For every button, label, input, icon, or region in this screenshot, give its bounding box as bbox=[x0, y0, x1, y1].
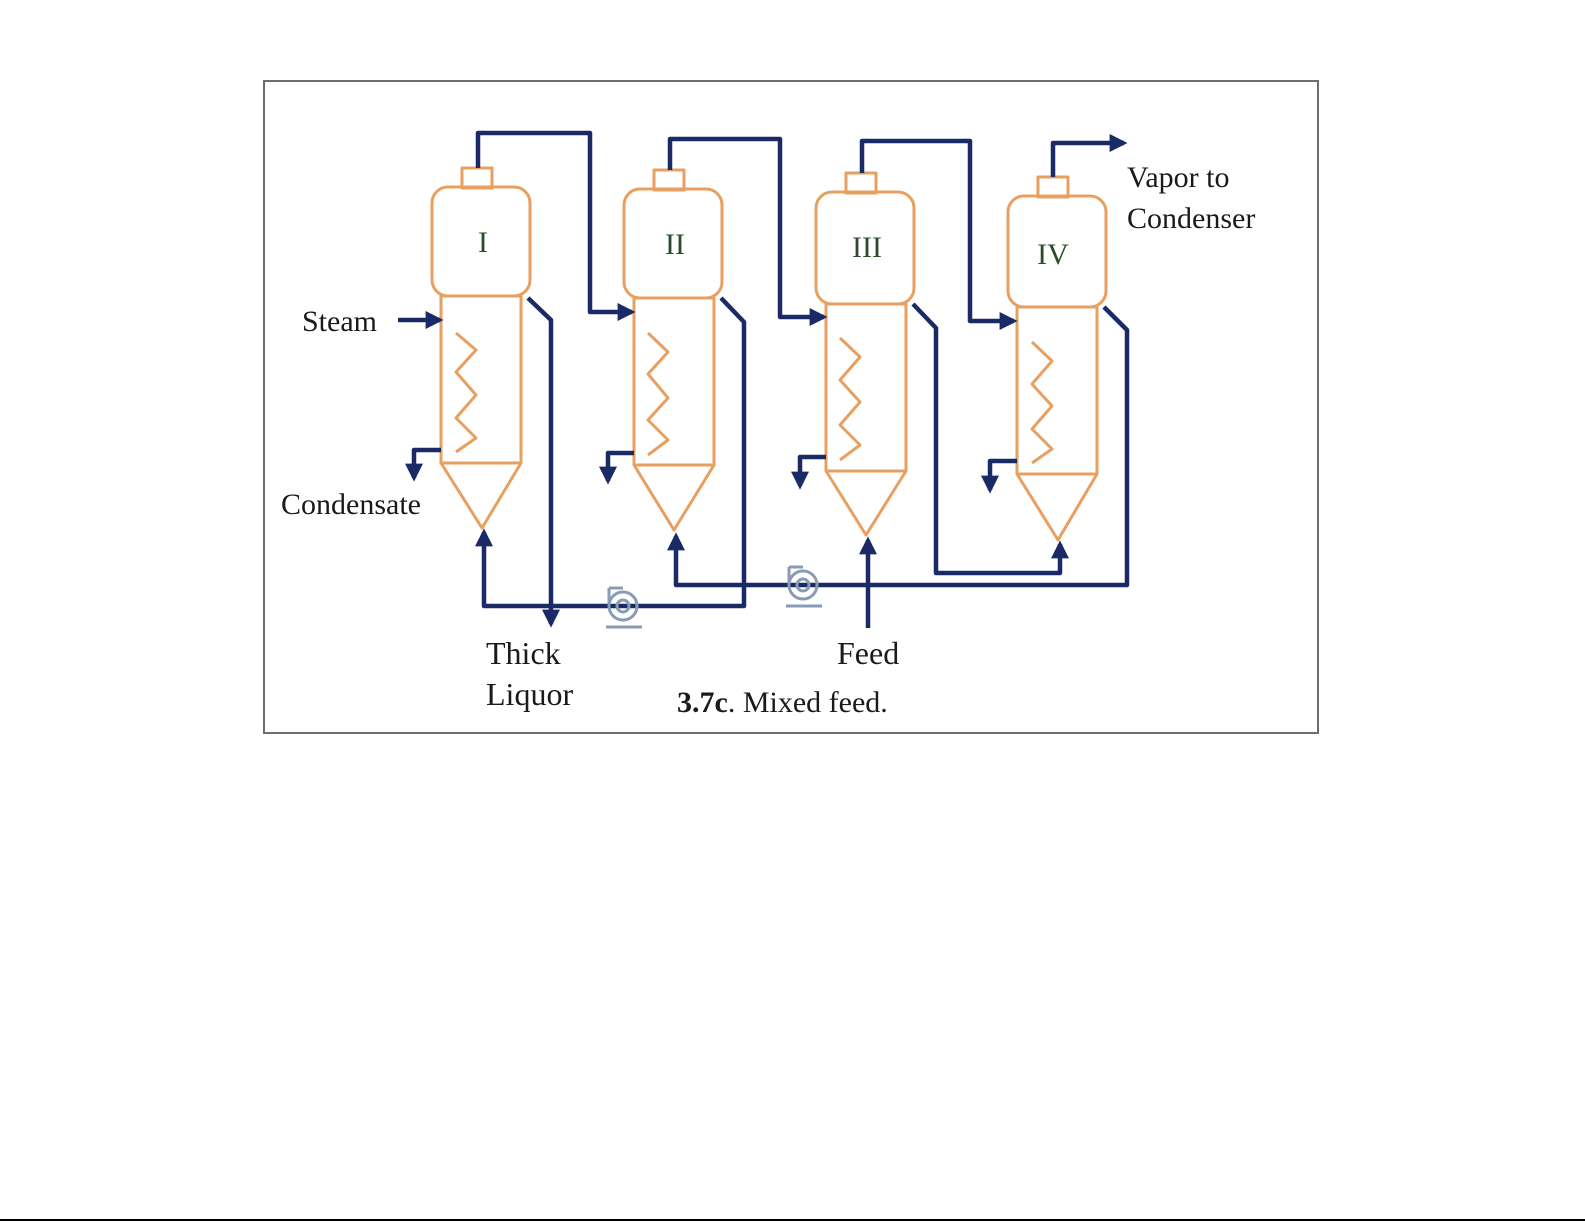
vapor-line-1-to-2 bbox=[478, 133, 632, 312]
effect-3-vessel bbox=[816, 173, 914, 535]
effect-4-vessel bbox=[1008, 177, 1106, 540]
effect-2-label: II bbox=[665, 228, 685, 261]
liquor-line-3-to-4 bbox=[913, 304, 1060, 573]
effect-1-label: I bbox=[478, 226, 488, 259]
thick-liquor-label-line1: Thick bbox=[486, 635, 561, 671]
vapor-label-line2: Condenser bbox=[1127, 202, 1255, 235]
condensate-label: Condensate bbox=[281, 488, 421, 521]
vapor-line-3-to-4 bbox=[862, 141, 1014, 321]
thick-liquor-outlet-line bbox=[528, 298, 551, 624]
condensate-outlet-1 bbox=[414, 450, 441, 478]
vapor-line-to-condenser bbox=[1053, 143, 1124, 177]
steam-label: Steam bbox=[302, 305, 377, 338]
feed-label: Feed bbox=[837, 635, 899, 671]
effect-3-label: III bbox=[852, 231, 882, 264]
condensate-outlet-3 bbox=[800, 457, 826, 486]
effect-2-vessel bbox=[624, 170, 722, 530]
page-bottom-rule bbox=[0, 1219, 1585, 1221]
effect-4-label: IV bbox=[1037, 238, 1069, 271]
caption-number: 3.7c bbox=[677, 686, 728, 719]
thick-liquor-label-line2: Liquor bbox=[486, 676, 573, 712]
figure-caption: 3.7c. Mixed feed. bbox=[677, 686, 888, 719]
effect-1-vessel bbox=[432, 168, 530, 528]
caption-text: . Mixed feed. bbox=[728, 686, 888, 719]
condensate-outlet-4 bbox=[990, 461, 1017, 490]
vapor-label-line1: Vapor to bbox=[1127, 161, 1229, 194]
vapor-line-2-to-3 bbox=[670, 139, 824, 317]
condensate-outlet-2 bbox=[608, 453, 634, 481]
